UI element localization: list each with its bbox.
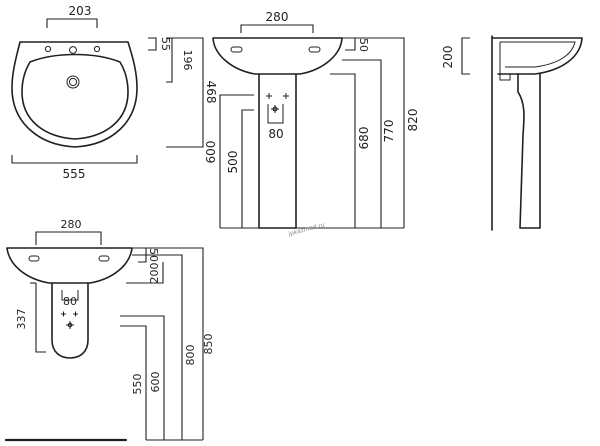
overflow-slot-right	[308, 46, 321, 53]
dim-line-hole-height	[219, 94, 254, 228]
dim-basin-lower: 680	[357, 127, 371, 150]
basin-outline-top	[11, 41, 138, 148]
drain-outer	[66, 75, 80, 89]
dim-hole-height: 600	[204, 141, 218, 164]
dim-wall-bowl-height: 200	[148, 263, 161, 284]
dim-line-basin-lower	[330, 73, 356, 228]
dim-line-semi-pedestal	[35, 283, 46, 353]
dim-basin-middle: 770	[382, 120, 396, 143]
dim-wall-overall: 850	[202, 334, 215, 355]
basin-outline-wall	[6, 247, 133, 284]
top-view: 203 55 196 468 555	[11, 4, 218, 181]
dim-line-top-width	[240, 24, 314, 33]
dim-line-tap-spacing	[46, 18, 98, 28]
dim-width: 555	[63, 167, 86, 181]
tap-hole-left	[44, 45, 52, 53]
fixing-points-wall	[61, 311, 78, 329]
dim-wall-top-width: 280	[61, 218, 82, 231]
dim-line-overall	[342, 37, 405, 228]
outlet-cut	[267, 104, 284, 124]
dim-line-width	[11, 155, 138, 164]
waste-trap	[499, 42, 511, 81]
overflow-slot-right-wall	[98, 255, 110, 262]
semi-pedestal	[51, 282, 89, 359]
front-view: 80 280 50 600 500 680 770 820 jpkazmed.r…	[204, 10, 420, 238]
dim-line-side-bowl	[461, 37, 470, 75]
basin-inner-side	[500, 41, 576, 68]
pedestal-side	[517, 73, 541, 229]
overflow-slot-left	[230, 46, 243, 53]
dim-line-wall-overall	[132, 247, 204, 440]
bowl-inner-top	[21, 53, 129, 140]
dim-rim-height: 55	[159, 37, 172, 51]
side-view: 200	[441, 35, 583, 231]
dim-line-rim-offset	[345, 37, 356, 51]
tap-hole-right	[93, 45, 101, 53]
overflow-slot-left-wall	[28, 255, 40, 262]
dim-semi-pedestal-height: 337	[15, 309, 28, 330]
dim-depth: 468	[204, 81, 218, 104]
dim-pedestal-low: 500	[226, 151, 240, 174]
dim-line-wall-top	[35, 231, 102, 245]
dim-outlet-width: 80	[268, 127, 283, 141]
fixing-points	[266, 93, 289, 113]
dim-floor-high: 800	[184, 345, 197, 366]
dim-line-depth	[166, 37, 204, 148]
dim-line-floor-low	[120, 325, 147, 440]
tap-hole-center	[69, 46, 77, 54]
dim-floor-mid: 600	[149, 372, 162, 393]
dim-rim-offset: 50	[357, 38, 370, 52]
dim-line-wall-bowl	[126, 262, 164, 284]
dim-wall-outlet-width: 80	[63, 295, 77, 308]
dim-line-basin-middle	[342, 59, 382, 228]
outlet-notch-wall	[61, 290, 79, 301]
dim-line-floor-high	[132, 254, 183, 440]
basin-outline-front	[212, 37, 343, 75]
dim-top-width: 280	[266, 10, 289, 24]
dim-line-rim	[148, 37, 157, 51]
dim-side-bowl-height: 200	[441, 46, 455, 69]
dim-line-floor-mid	[120, 315, 165, 440]
dim-bowl-height: 196	[181, 50, 194, 71]
dim-floor-low: 550	[131, 374, 144, 395]
dim-tap-spacing: 203	[69, 4, 92, 18]
dim-line-pedestal-low	[241, 109, 254, 228]
drain-inner	[68, 77, 78, 87]
watermark: jpkazmed.ru	[287, 221, 326, 238]
pedestal-column	[258, 73, 297, 229]
wall-hung-view: 80 280 337 50 200 550 600 800 850	[4, 218, 215, 442]
basin-outline-side	[491, 37, 583, 75]
dim-overall: 820	[406, 109, 420, 132]
